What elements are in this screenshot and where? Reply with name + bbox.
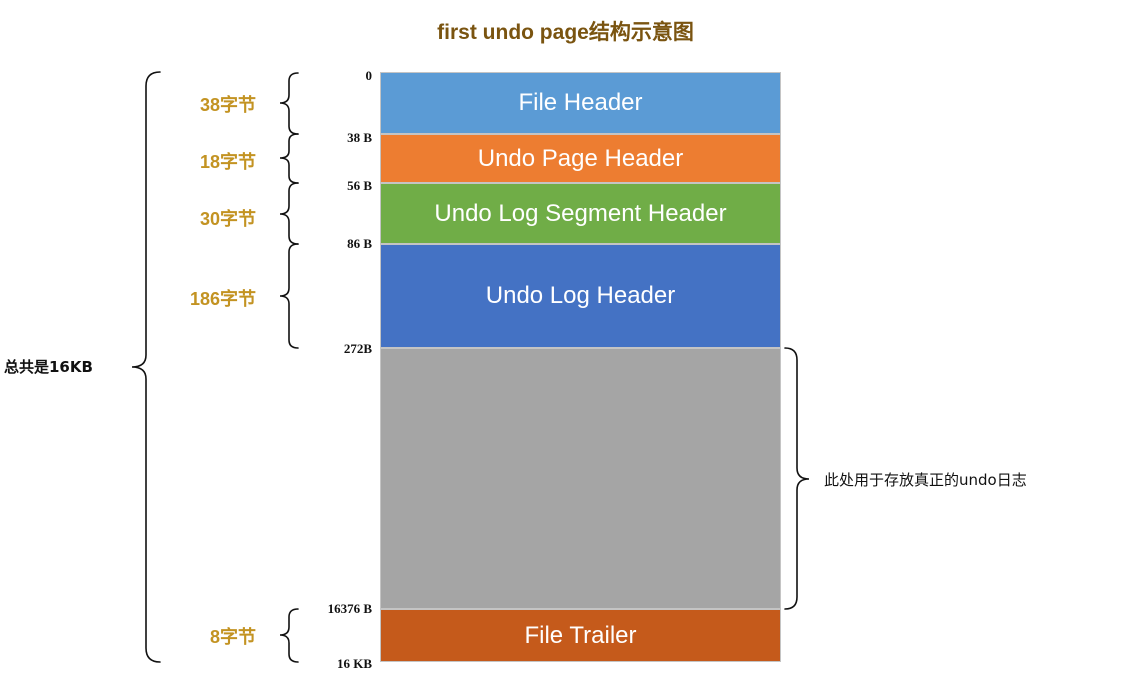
offset-label: 16376 B <box>327 601 372 616</box>
size-label: 18字节 <box>199 152 256 172</box>
offset-label: 16 KB <box>336 656 372 671</box>
undo-log-segment-header-block: Undo Log Segment Header <box>380 183 781 244</box>
size-brace <box>279 133 299 184</box>
size-brace <box>279 182 299 245</box>
file-trailer-label: File Trailer <box>524 621 637 649</box>
undo-page-header-block: Undo Page Header <box>380 134 781 183</box>
file-header-block: File Header <box>380 72 781 134</box>
offset-label: 38 B <box>347 130 372 145</box>
total-size-label: 总共是16KB <box>4 358 93 376</box>
total-brace <box>131 71 161 663</box>
size-label: 186字节 <box>189 289 256 309</box>
file-trailer-block: File Trailer <box>380 609 781 662</box>
offset-label: 272B <box>343 341 372 356</box>
undo-page-header-label: Undo Page Header <box>477 144 684 172</box>
undo-log-header-label: Undo Log Header <box>485 282 676 309</box>
file-header-label: File Header <box>518 89 643 116</box>
storage-brace <box>784 347 810 610</box>
offset-label: 86 B <box>347 236 372 251</box>
size-label: 30字节 <box>199 209 256 229</box>
undo-log-header-block: Undo Log Header <box>380 244 781 348</box>
undo-log-segment-header-label: Undo Log Segment Header <box>434 199 727 227</box>
size-label: 8字节 <box>209 627 256 647</box>
offset-label: 0 <box>365 68 373 83</box>
offset-label: 56 B <box>347 178 372 193</box>
size-brace <box>279 72 299 135</box>
size-label: 38字节 <box>199 95 256 115</box>
size-brace <box>279 243 299 349</box>
free-space-label: 此处用于存放真正的undo日志 <box>824 471 1027 489</box>
diagram-title: first undo page结构示意图 <box>437 21 694 44</box>
size-brace <box>279 608 299 663</box>
undo-log-storage-block <box>380 348 781 609</box>
